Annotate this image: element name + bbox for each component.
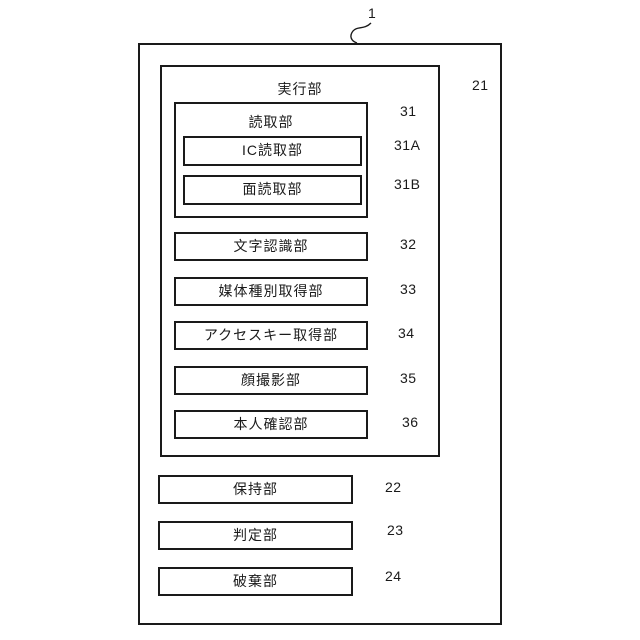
ref-36: 36 <box>402 414 419 430</box>
judgement-label: 判定部 <box>233 526 278 543</box>
access-key-box: アクセスキー取得部 <box>174 321 368 350</box>
ref-21: 21 <box>472 77 489 93</box>
ref-33: 33 <box>400 281 417 297</box>
executor-label: 実行部 <box>277 81 323 97</box>
ref-35: 35 <box>400 370 417 386</box>
ref-1: 1 <box>368 5 377 21</box>
discard-label: 破棄部 <box>233 572 278 589</box>
media-type-box: 媒体種別取得部 <box>174 277 368 306</box>
ref-31: 31 <box>400 103 417 119</box>
ref-34: 34 <box>398 325 415 341</box>
surface-reader-box: 面読取部 <box>183 175 362 205</box>
leader-1 <box>350 22 372 44</box>
identity-verify-box: 本人確認部 <box>174 410 368 439</box>
judgement-box: 判定部 <box>158 521 353 550</box>
ref-24: 24 <box>385 568 402 584</box>
ref-31B: 31B <box>394 176 421 192</box>
ref-23: 23 <box>387 522 404 538</box>
access-key-label: アクセスキー取得部 <box>203 326 339 343</box>
face-capture-label: 顔撮影部 <box>241 371 301 388</box>
discard-box: 破棄部 <box>158 567 353 596</box>
char-recognition-label: 文字認識部 <box>233 237 309 254</box>
ref-22: 22 <box>385 479 402 495</box>
ic-reader-box: IC読取部 <box>183 136 362 166</box>
reader-label: 読取部 <box>248 114 294 130</box>
surface-reader-label: 面読取部 <box>242 181 303 198</box>
ref-31A: 31A <box>394 137 421 153</box>
media-type-label: 媒体種別取得部 <box>218 282 324 299</box>
ic-reader-label: IC読取部 <box>242 142 303 159</box>
ref-32: 32 <box>400 236 417 252</box>
face-capture-box: 顔撮影部 <box>174 366 368 395</box>
char-recognition-box: 文字認識部 <box>174 232 368 261</box>
retention-box: 保持部 <box>158 475 353 504</box>
identity-verify-label: 本人確認部 <box>233 415 309 432</box>
retention-label: 保持部 <box>233 480 278 497</box>
